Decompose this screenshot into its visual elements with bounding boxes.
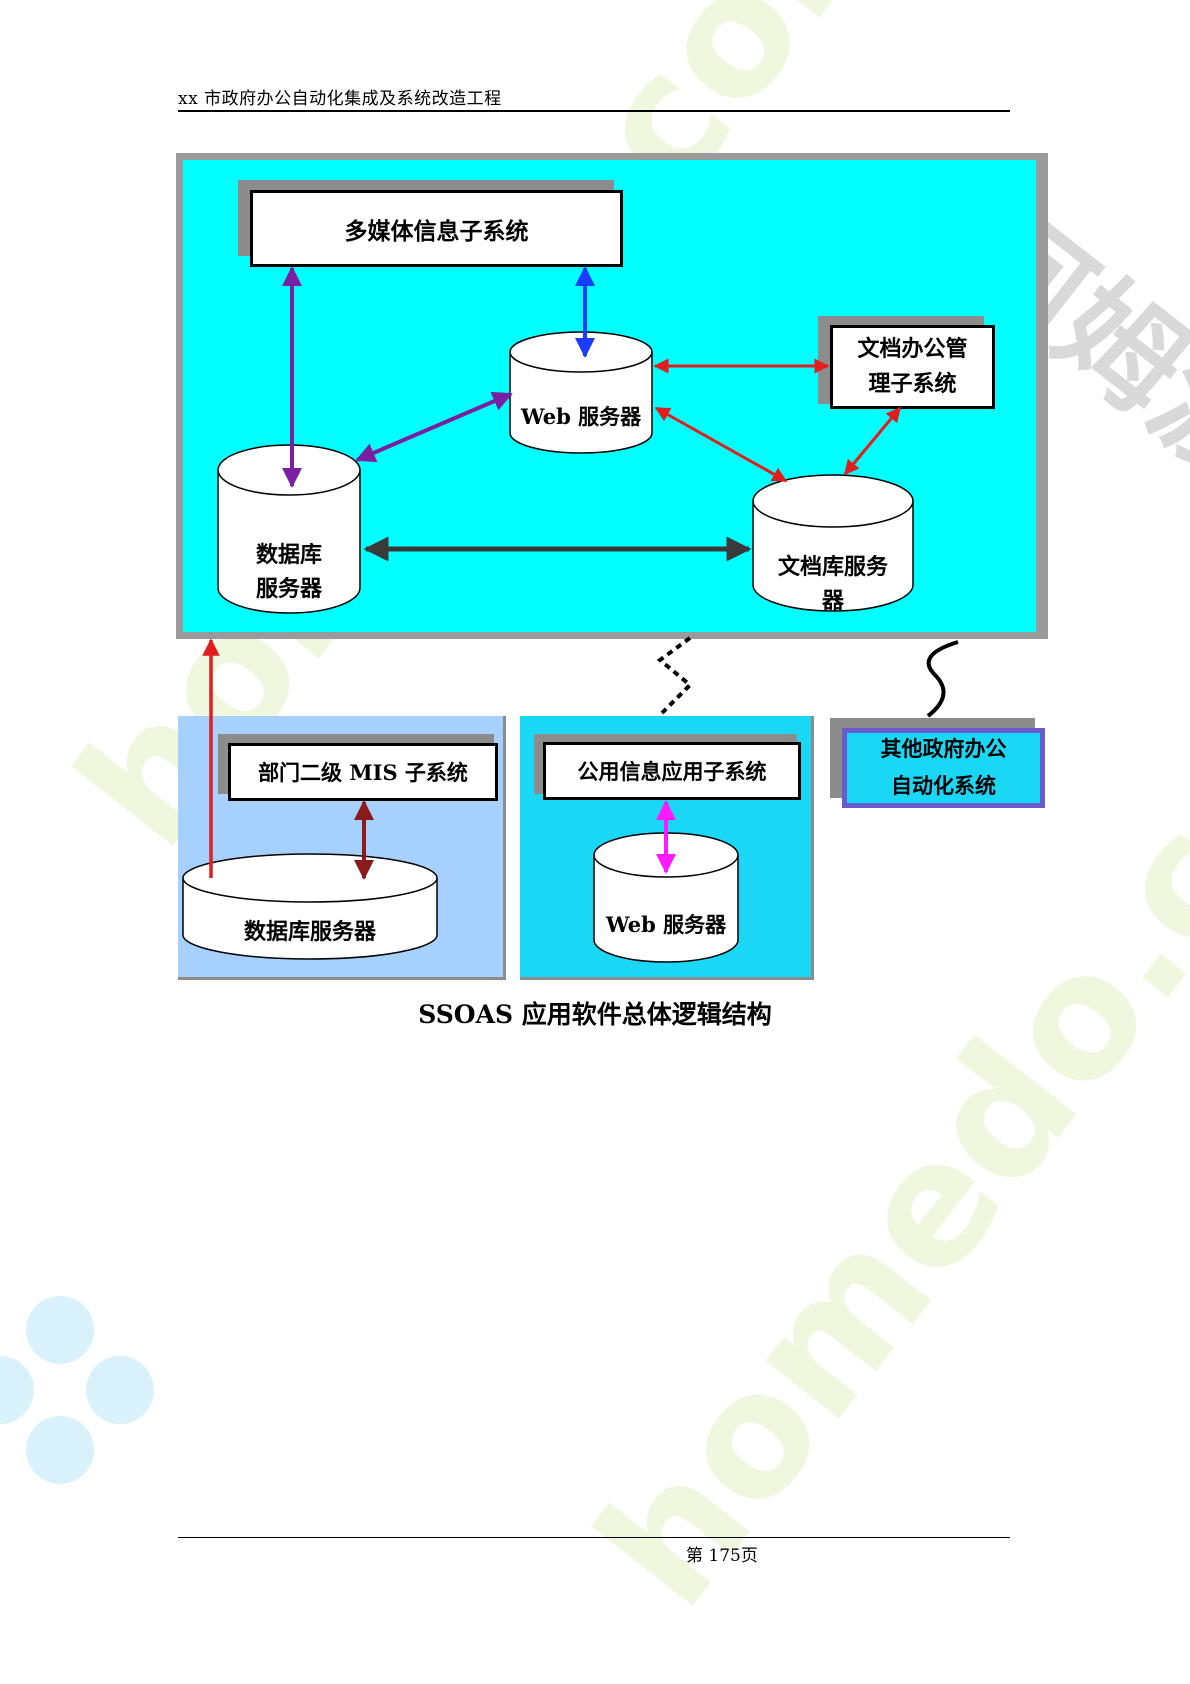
- doc-db-server-label: 文档库服务 器: [753, 550, 913, 618]
- doc-db-label-line1: 文档库服务: [777, 554, 888, 580]
- arrow-db-web: [355, 391, 513, 463]
- dept-mis-label: 部门二级 MIS 子系统: [258, 760, 468, 785]
- dept-db-label: 数据库服务器: [243, 919, 376, 945]
- other-gov-label-line1: 其他政府办公: [880, 736, 1007, 762]
- public-info-label: 公用信息应用子系统: [577, 759, 767, 784]
- page-number: 第 175页: [686, 1546, 758, 1566]
- db-label-line1: 数据库: [255, 542, 322, 568]
- multimedia-subsystem-box: 多媒体信息子系统: [250, 190, 623, 267]
- diagram-caption: SSOAS 应用软件总体逻辑结构: [418, 1000, 772, 1029]
- connector-other: [926, 640, 959, 718]
- dept-mis-subsystem-box: 部门二级 MIS 子系统: [228, 743, 498, 801]
- db-server-label: 数据库 服务器: [218, 538, 360, 606]
- db-server-cylinder: [217, 444, 361, 614]
- page-header: xx 市政府办公自动化集成及系统改造工程: [178, 89, 502, 109]
- other-gov-label-line2: 自动化系统: [891, 773, 996, 798]
- doc-office-label-line2: 理子系统: [868, 371, 957, 397]
- footer-rule: [178, 1537, 1010, 1538]
- web-server-label: Web 服务器: [520, 404, 642, 429]
- public-info-subsystem-box: 公用信息应用子系统: [543, 742, 801, 800]
- other-gov-system-box: 其他政府办公 自动化系统: [842, 728, 1045, 808]
- web-server-cylinder: [509, 331, 653, 454]
- arrow-doc-office-doc-db: [843, 406, 902, 476]
- watermark-flower-icon: [0, 1296, 154, 1484]
- diagram-graphics: [182, 266, 959, 963]
- connector-public: [656, 636, 693, 715]
- db-label-line2: 服务器: [255, 576, 322, 603]
- header-rule: [178, 110, 1010, 112]
- public-web-label: Web 服务器: [605, 912, 727, 937]
- doc-db-label-line2: 器: [821, 588, 844, 615]
- multimedia-subsystem-label: 多媒体信息子系统: [344, 217, 529, 245]
- doc-office-subsystem-box: 文档办公管 理子系统: [830, 325, 995, 409]
- doc-db-server-cylinder: [752, 474, 914, 612]
- arrow-web-doc-db: [654, 406, 788, 483]
- doc-office-label-line1: 文档办公管: [857, 335, 968, 362]
